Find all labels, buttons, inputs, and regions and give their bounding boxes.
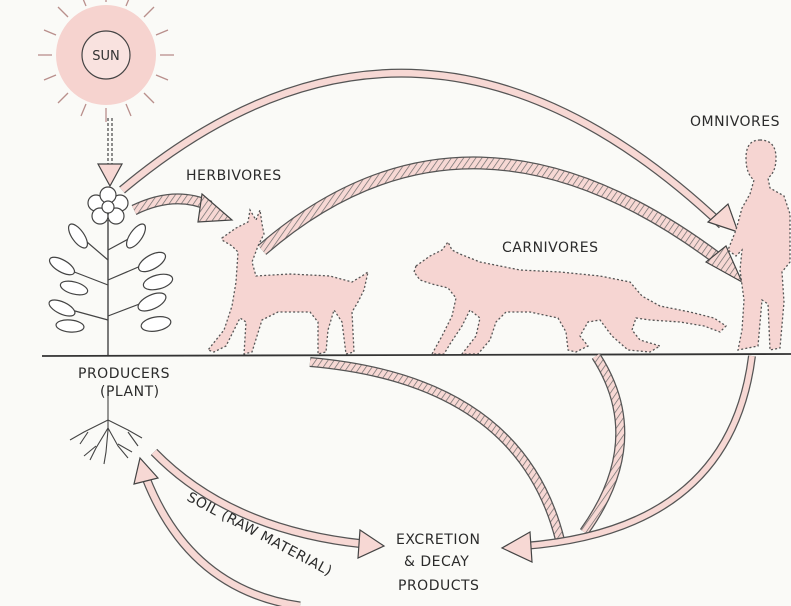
producers-label: PRODUCERS (78, 366, 170, 382)
plant-roots (70, 392, 142, 464)
plant-to-herbivore-arrow (134, 194, 232, 222)
carnivores-label: CARNIVORES (502, 240, 599, 256)
carnivore-decay-arrow (584, 356, 620, 532)
decay-label-line2: & DECAY (404, 554, 469, 570)
omnivore-human (728, 140, 790, 350)
decay-label-line3: PRODUCTS (398, 578, 479, 594)
decay-label-line1: EXCRETION (396, 532, 480, 548)
omnivore-decay-arrow (502, 356, 752, 562)
plant-label: (PLANT) (100, 384, 160, 400)
omnivores-label: OMNIVORES (690, 114, 780, 130)
herbivores-label: HERBIVORES (186, 168, 282, 184)
sun: SUN (38, 0, 174, 122)
sun-label: SUN (92, 49, 120, 64)
carnivore-wolf (414, 242, 726, 354)
plant-leaves (47, 221, 175, 333)
ground-line (42, 354, 791, 356)
herbivore-decay-arrow (310, 362, 560, 540)
producer-plant (47, 187, 175, 356)
sun-to-plant-arrow (98, 118, 122, 186)
flower (88, 187, 128, 224)
